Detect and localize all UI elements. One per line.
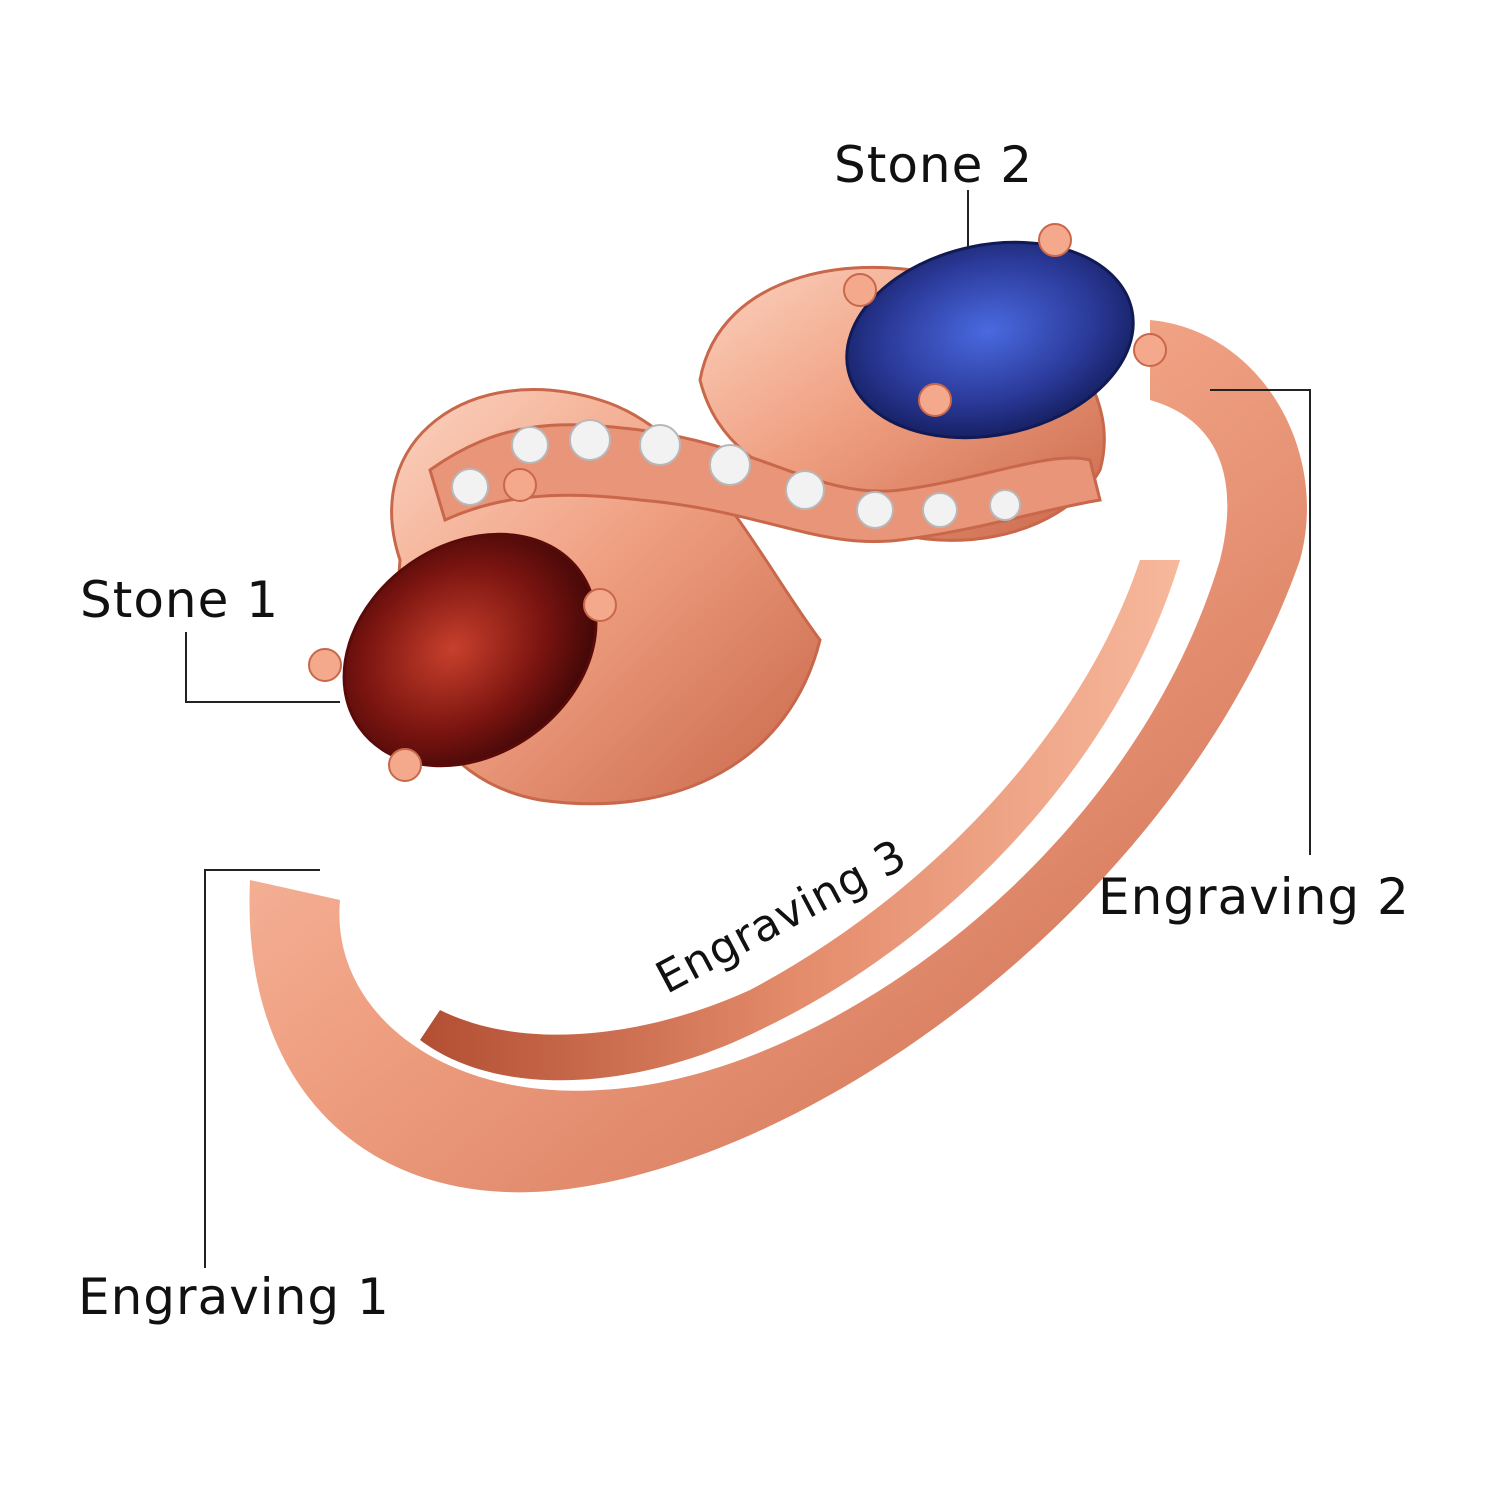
stone-2-gem bbox=[845, 240, 1135, 440]
stone-1-prongs bbox=[308, 468, 617, 782]
accent-stone bbox=[785, 470, 825, 510]
accent-stone bbox=[856, 491, 894, 529]
ring-inner-surface bbox=[420, 560, 1180, 1081]
leader-stone-1 bbox=[185, 632, 340, 703]
ring-band bbox=[249, 320, 1307, 1193]
accent-stone bbox=[569, 419, 611, 461]
accent-stone bbox=[989, 489, 1021, 521]
leader-engraving-2 bbox=[1210, 389, 1311, 855]
accent-stone bbox=[639, 424, 681, 466]
stone-1-gem bbox=[342, 532, 598, 768]
leader-engraving-1 bbox=[204, 869, 320, 1268]
accent-stone bbox=[922, 492, 958, 528]
label-stone-1: Stone 1 bbox=[80, 571, 280, 629]
stone-2-prongs bbox=[843, 223, 1167, 417]
accent-stones bbox=[451, 419, 1021, 529]
label-engraving-1: Engraving 1 bbox=[78, 1268, 390, 1326]
label-stone-2: Stone 2 bbox=[834, 136, 1034, 194]
label-engraving-2: Engraving 2 bbox=[1098, 868, 1410, 926]
accent-stone bbox=[511, 426, 549, 464]
accent-stone bbox=[709, 444, 751, 486]
leader-lines bbox=[185, 190, 1311, 1268]
accent-stone bbox=[451, 468, 489, 506]
